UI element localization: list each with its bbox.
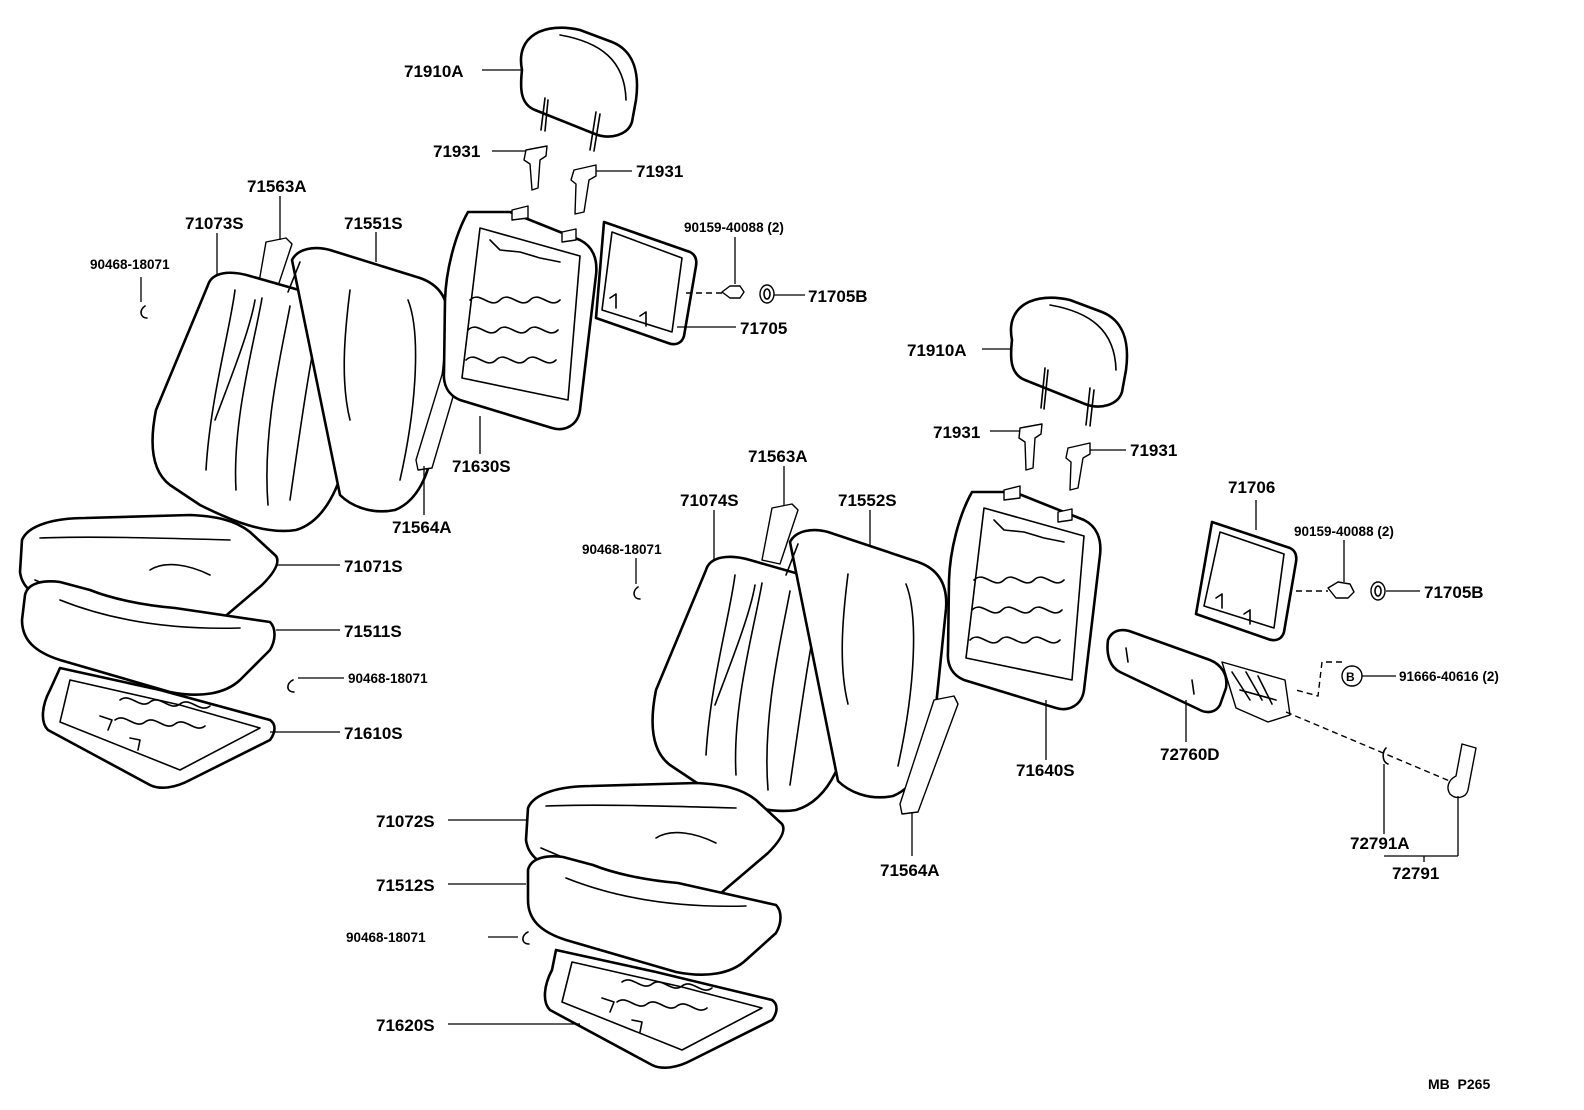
screw-icon	[1327, 581, 1355, 599]
headrest-support-icon	[1018, 423, 1091, 491]
label-frame-back-left: 71630S	[452, 457, 511, 476]
label-pad-cushion-right: 71512S	[376, 876, 435, 895]
label-support-right-b: 71931	[1130, 441, 1177, 460]
armrest-icon	[1106, 628, 1291, 723]
back-board-icon	[1194, 520, 1298, 642]
screw-icon	[721, 285, 745, 299]
pad-strip-icon	[899, 695, 959, 815]
label-pad-cushion-left: 71511S	[344, 622, 402, 641]
label-pad-back-right: 71552S	[838, 491, 897, 510]
label-cover-back-right: 71074S	[680, 491, 739, 510]
label-pad-side-right: 71563A	[748, 447, 808, 466]
label-pad-back-left: 71551S	[344, 214, 403, 233]
cushion-pad-icon	[526, 855, 782, 976]
label-cover-back-left: 71073S	[185, 214, 244, 233]
label-bolt-marker: B	[1346, 670, 1355, 684]
lever-icon	[1447, 743, 1477, 799]
cushion-pad-icon	[20, 580, 276, 696]
back-board-icon	[594, 220, 698, 346]
label-knob-right: 71705B	[1424, 583, 1484, 602]
headrest-icon	[1009, 296, 1129, 427]
knob-icon	[1370, 581, 1386, 601]
cushion-frame-icon	[41, 666, 276, 790]
label-support-right-a: 71931	[933, 423, 980, 442]
hog-ring-clip-icon	[522, 586, 641, 945]
label-clip-cushion-right: 90468-18071	[346, 930, 426, 945]
side-pad-icon	[761, 503, 799, 565]
label-clip-back-right: 90468-18071	[582, 542, 662, 557]
headrest-icon	[519, 26, 639, 152]
hog-ring-clip-icon	[140, 305, 295, 693]
headrest-support-icon	[523, 145, 597, 215]
seatback-frame-icon	[442, 205, 598, 431]
knob-icon	[759, 284, 775, 304]
label-headrest-right: 71910A	[907, 341, 967, 360]
label-knob-left: 71705B	[808, 287, 868, 306]
label-armrest-set: 72791	[1392, 864, 1439, 883]
seatback-pad-icon	[287, 246, 450, 513]
label-board-left: 71705	[740, 319, 787, 338]
hog-ring-clip-icon	[1382, 747, 1389, 765]
label-pad-strip-right: 71564A	[880, 861, 940, 880]
label-board-right: 71706	[1228, 478, 1275, 497]
label-clip-cushion-left: 90468-18071	[348, 671, 428, 686]
label-frame-cushion-right: 71620S	[376, 1016, 435, 1035]
label-clip-armrest: 72791A	[1350, 834, 1410, 853]
label-pad-strip-left: 71564A	[392, 518, 452, 537]
label-frame-back-right: 71640S	[1016, 761, 1075, 780]
label-cover-cushion-right: 71072S	[376, 812, 435, 831]
label-armrest: 72760D	[1160, 745, 1220, 764]
label-screw-left: 90159-40088 (2)	[684, 220, 784, 235]
label-support-left-a: 71931	[433, 142, 480, 161]
label-screw-right: 90159-40088 (2)	[1294, 524, 1394, 539]
label-support-left-b: 71931	[636, 162, 683, 181]
label-pad-side-left: 71563A	[247, 177, 307, 196]
cushion-frame-icon	[543, 948, 778, 1070]
label-bolt-right: 91666-40616 (2)	[1399, 669, 1499, 684]
seatback-frame-icon	[946, 485, 1102, 711]
leader-lines	[140, 69, 1459, 1025]
label-headrest-left: 71910A	[404, 62, 464, 81]
label-cover-cushion-left: 71071S	[344, 557, 403, 576]
reference-code: MB P265	[1428, 1076, 1490, 1092]
label-clip-back-left: 90468-18071	[90, 257, 170, 272]
label-frame-cushion-left: 71610S	[344, 724, 403, 743]
